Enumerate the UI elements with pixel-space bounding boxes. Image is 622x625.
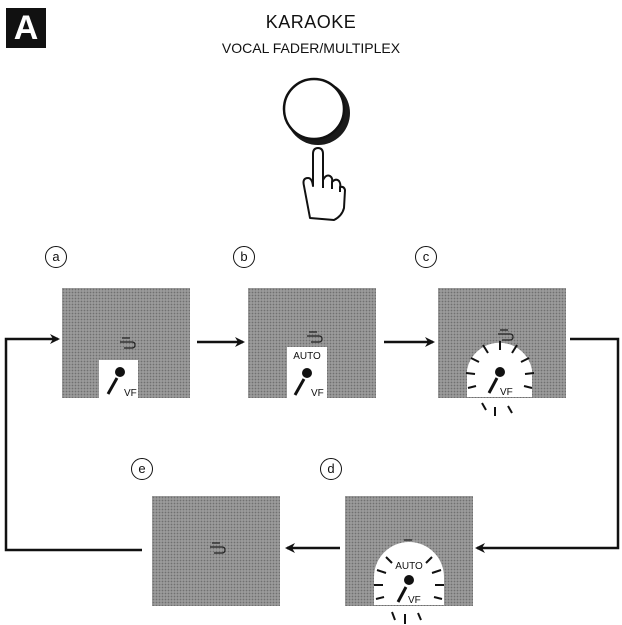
tv-symbol-icon (120, 338, 135, 348)
vf-indicator-b: AUTO VF (287, 347, 327, 399)
tv-symbol-icon (307, 332, 322, 342)
vf-indicator-a: VF (99, 360, 138, 399)
vf-label-b: VF (311, 388, 324, 399)
auto-label-b: AUTO (293, 351, 321, 362)
vf-label-a: VF (124, 388, 137, 399)
auto-label-d: AUTO (395, 561, 423, 572)
tv-symbol-icon (210, 543, 225, 553)
vf-label-c: VF (500, 387, 513, 398)
tv-symbol-icon (498, 330, 513, 340)
vf-indicator-d: AUTO VF (374, 542, 444, 624)
vf-label-d: VF (408, 595, 421, 606)
vf-indicator-c: VF (466, 341, 534, 416)
